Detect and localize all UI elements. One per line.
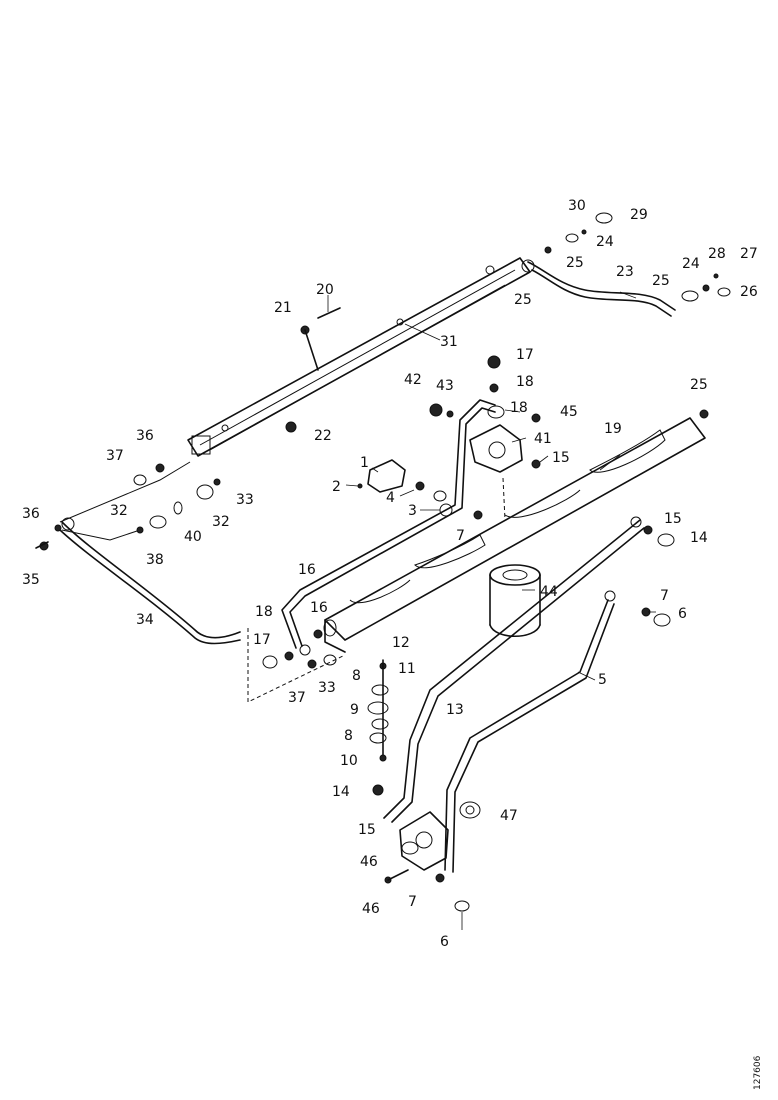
callout-28: 28 <box>708 246 726 262</box>
callout-17-top: 17 <box>516 347 534 363</box>
callout-6-right: 6 <box>678 606 687 622</box>
union-parts-left <box>133 463 221 534</box>
callout-14-bottom: 14 <box>332 784 350 800</box>
filter-head-part-41 <box>429 355 541 521</box>
return-line-part-23 <box>521 212 731 317</box>
callout-25-far-right: 25 <box>690 377 708 393</box>
fuel-line-part-34 <box>35 461 241 645</box>
callout-23: 23 <box>616 264 634 280</box>
callout-15-center: 15 <box>552 450 570 466</box>
callout-25-mid: 25 <box>514 292 532 308</box>
callout-43: 43 <box>436 378 454 394</box>
callout-37-lower: 37 <box>288 690 306 706</box>
callout-17-left: 17 <box>253 632 271 648</box>
fuel-line-part-5 <box>444 516 642 873</box>
callout-11: 11 <box>398 661 416 677</box>
callout-33-upper: 33 <box>236 492 254 508</box>
callout-35: 35 <box>22 572 40 588</box>
callout-3: 3 <box>408 503 417 519</box>
callout-44: 44 <box>540 584 558 600</box>
callout-18-mid: 18 <box>510 400 528 416</box>
callout-33-lower: 33 <box>318 680 336 696</box>
fuel-pipe-part-16 <box>281 399 496 649</box>
callout-36-left: 36 <box>22 506 40 522</box>
callout-6-bottom: 6 <box>440 934 449 950</box>
callout-42: 42 <box>404 372 422 388</box>
callout-45: 45 <box>560 404 578 420</box>
fuel-line-part-13 <box>383 519 645 823</box>
callout-24-top: 24 <box>596 234 614 250</box>
bolt-part-20 <box>285 307 341 433</box>
lower-rail-part-19 <box>324 409 709 653</box>
callout-8-upper: 8 <box>352 668 361 684</box>
callout-13: 13 <box>446 702 464 718</box>
upper-rail-part-31 <box>187 257 531 457</box>
callout-16-left: 16 <box>298 562 316 578</box>
callout-21: 21 <box>274 300 292 316</box>
callout-12: 12 <box>392 635 410 651</box>
callout-5: 5 <box>598 672 607 688</box>
callout-7-bottom: 7 <box>408 894 417 910</box>
callout-26: 26 <box>740 284 758 300</box>
sheet-number: 127606 <box>753 1055 763 1090</box>
callout-31: 31 <box>440 334 458 350</box>
fitting-stack-parts-8-12 <box>367 659 389 762</box>
filter-cartridge-part-44 <box>489 564 541 637</box>
callout-25-top: 25 <box>566 255 584 271</box>
callout-7-center: 7 <box>456 528 465 544</box>
callout-20: 20 <box>316 282 334 298</box>
pump-body-part-46 <box>372 784 481 912</box>
callout-24-right: 24 <box>682 256 700 272</box>
callout-32-right: 32 <box>212 514 230 530</box>
callout-16-small: 16 <box>310 600 328 616</box>
callout-46-bottom: 46 <box>362 901 380 917</box>
callout-15-right: 15 <box>664 511 682 527</box>
callout-32-left: 32 <box>110 503 128 519</box>
callout-41: 41 <box>534 431 552 447</box>
callout-18-left: 18 <box>255 604 273 620</box>
callout-29: 29 <box>630 207 648 223</box>
callout-38: 38 <box>146 552 164 568</box>
callout-40: 40 <box>184 529 202 545</box>
callout-4: 4 <box>386 490 395 506</box>
callout-47: 47 <box>500 808 518 824</box>
callout-8-lower: 8 <box>344 728 353 744</box>
callout-7-right: 7 <box>660 588 669 604</box>
callout-22: 22 <box>314 428 332 444</box>
callout-labels: 1 2 3 4 5 6 6 7 7 7 8 8 9 10 11 12 13 14… <box>22 198 758 950</box>
dashed-boundary <box>247 628 346 703</box>
callout-34: 34 <box>136 612 154 628</box>
callout-30: 30 <box>568 198 586 214</box>
right-fittings <box>641 525 675 627</box>
callout-10: 10 <box>340 753 358 769</box>
callout-2: 2 <box>332 479 341 495</box>
callout-37-upper: 37 <box>106 448 124 464</box>
callout-14-right: 14 <box>690 530 708 546</box>
fittings-lower-left <box>262 619 337 669</box>
callout-18-top: 18 <box>516 374 534 390</box>
callout-1: 1 <box>360 455 369 471</box>
callout-27: 27 <box>740 246 758 262</box>
callout-9: 9 <box>350 702 359 718</box>
callout-25-right: 25 <box>652 273 670 289</box>
connector-part-1 <box>357 459 483 520</box>
leader-lines <box>327 291 656 930</box>
callout-19: 19 <box>604 421 622 437</box>
callout-36-upper: 36 <box>136 428 154 444</box>
callout-46-right: 46 <box>360 854 378 870</box>
callout-15-bottom: 15 <box>358 822 376 838</box>
